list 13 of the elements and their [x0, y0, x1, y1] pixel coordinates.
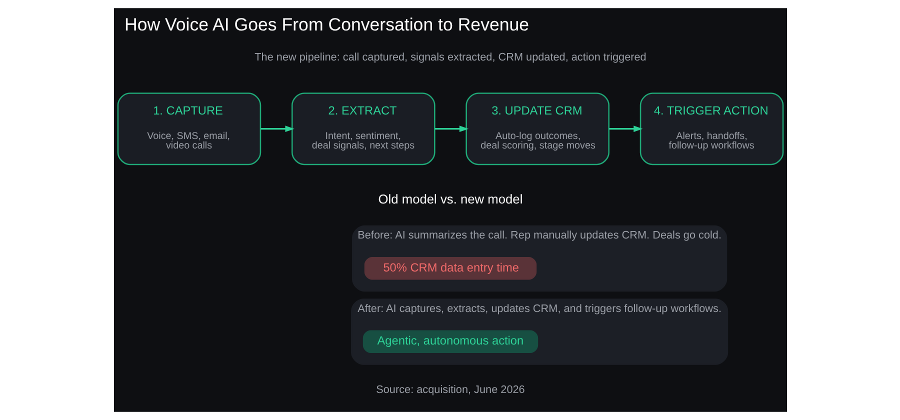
node-box: Agentic, autonomous action	[362, 330, 538, 354]
node-box: 2. EXTRACT Intent, sentiment, deal signals, next steps	[291, 92, 435, 166]
label: Source: acquisition, June 2026	[376, 384, 524, 396]
arrow	[608, 126, 642, 132]
node-box: 3. UPDATE CRM Auto-log outcomes, deal scoring, stage moves	[465, 92, 609, 166]
label: Old model vs. new model	[378, 191, 522, 206]
label: The new pipeline: call captured, signals extracted, CRM updated, action triggered	[254, 51, 646, 64]
node-box: 50% CRM data entry time	[364, 257, 536, 280]
arrow	[434, 126, 468, 132]
node-box: 1. CAPTURE Voice, SMS, email, video calls	[116, 92, 261, 166]
diagram-title: How Voice AI Goes From Conversation to Revenue	[124, 14, 529, 34]
arrow	[260, 126, 294, 132]
node-box: 4. TRIGGER ACTION Alerts, handoffs, follow-up workflows	[639, 92, 784, 166]
